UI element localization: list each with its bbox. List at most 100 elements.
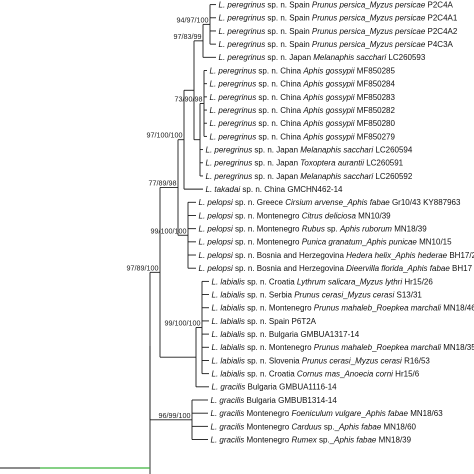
leaf-label-part: Cirsium arvense <box>285 198 343 207</box>
leaf-label-part: Aphis gossypii <box>302 119 354 128</box>
leaf-label-part: _ <box>364 40 370 49</box>
leaf-label-part: _ <box>371 343 377 352</box>
leaf-label-part: sp. n. Montenegro <box>233 211 302 220</box>
leaf-label-part: L. peregrinus <box>219 14 266 23</box>
leaf-label: L. peregrinus sp. n. China Aphis gossypi… <box>210 80 396 89</box>
leaf-label-part: sp. n. Japan <box>265 53 313 62</box>
leaf-label-part: Melanaphis sacchari <box>300 145 373 154</box>
leaf-label-part: Punica granatum <box>302 238 363 247</box>
leaf-label: L. gracilis Bulgaria GMBUA1116-14 <box>212 383 338 392</box>
leaf-label: L. peregrinus sp. n. Japan Melanaphis sa… <box>219 53 426 62</box>
support-value: 97/100/100 <box>147 131 183 140</box>
leaf-label-part: sp. n. Serbia <box>245 290 294 299</box>
leaf-label: L. labialis sp. n. Slovenia Prunus ceras… <box>212 356 431 365</box>
leaf-label-part: Roepkea marchali <box>377 304 442 313</box>
leaf-label-part: Roepkea marchali <box>377 343 442 352</box>
leaf-label-part: Prunus persica <box>312 27 366 36</box>
leaf-label-part: MF850284 <box>354 80 395 89</box>
leaf-label-part: BH17 37 <box>450 264 474 273</box>
leaf-label: L. labialis sp. n. Croatia Lythrum salic… <box>212 277 434 286</box>
support-value: 73/90/98 <box>175 94 203 103</box>
leaf-label-part: sp. n. Spain P6T2A <box>245 317 317 326</box>
leaf-label-part: L. peregrinus <box>210 80 257 89</box>
leaf-label-part: sp. n. China <box>256 93 303 102</box>
leaf-label: L. peregrinus sp. n. China Aphis gossypi… <box>210 66 396 75</box>
leaf-label-part: L. pelopsi <box>199 251 233 260</box>
leaf-label-part: L. pelopsi <box>199 225 233 234</box>
leaf-label-part: L. pelopsi <box>199 198 233 207</box>
leaf-label-part: L. peregrinus <box>219 1 266 10</box>
leaf-label-part: MF850282 <box>354 106 395 115</box>
leaf-label-part: _ <box>364 27 370 36</box>
leaf-label-part: sp. n. China GMCHN462-14 <box>240 185 343 194</box>
leaf-label: L. labialis sp. n. Serbia Prunus cerasi_… <box>212 290 423 299</box>
leaf-label-part: sp. n. Japan <box>252 145 300 154</box>
leaf-label-part: Myzus persicae <box>370 40 426 49</box>
leaf-label-part: Dieervilla florida <box>346 264 403 273</box>
leaf-label-part: Gr10/43 KY887963 <box>390 198 461 207</box>
leaf-label: L. peregrinus sp. n. China Aphis gossypi… <box>210 119 396 128</box>
leaf-label-part: Cornus mas <box>297 370 340 379</box>
leaf-label-part: sp. n. Japan <box>252 172 300 181</box>
leaf-label-part: Aphis fabae <box>346 198 390 207</box>
leaf-label-part: sp. n. Bosnia and Herzegovina <box>233 264 346 273</box>
leaf-label-part: LC260593 <box>386 53 426 62</box>
leaf-label-part: Myzus cerasi <box>348 290 395 299</box>
leaf-label-part: sp. n. Montenegro <box>245 304 314 313</box>
leaf-label-part: L. peregrinus <box>206 172 253 181</box>
leaf-label: L. peregrinus sp. n. Japan Melanaphis sa… <box>206 172 413 181</box>
leaf-label-part: Aphis ruborum <box>339 225 392 234</box>
leaf-label: L. peregrinus sp. n. China Aphis gossypi… <box>210 132 396 141</box>
leaf-label-part: BH17/26 <box>447 251 474 260</box>
leaf-label-part: R16/53 <box>402 356 431 365</box>
leaf-label-part: Anoecia corni <box>343 370 393 379</box>
leaf-label-part: Prunus cerasi <box>302 356 351 365</box>
leaf-label-part: Aphis hederae <box>395 251 448 260</box>
support-value: 99/100/100 <box>151 226 187 235</box>
leaf-label-part: L. labialis <box>212 370 245 379</box>
leaf-label-part: Hedera helix <box>346 251 392 260</box>
leaf-label-part: sp. n. Croatia <box>245 370 297 379</box>
leaf-label-part: sp._ <box>317 435 335 444</box>
leaf-label-part: MN18/39 <box>376 435 411 444</box>
leaf-label: L. gracilis Montenegro Rumex sp._Aphis f… <box>211 435 412 444</box>
leaf-label-part: _ <box>342 198 348 207</box>
leaf-label: L. labialis sp. n. Montenegro Prunus mah… <box>212 343 474 352</box>
leaf-label-part: Aphis fabae <box>365 409 409 418</box>
leaf-label-part: sp. n. Spain <box>265 14 312 23</box>
leaf-label-part: Montenegro <box>244 409 291 418</box>
leaf-label-part: Bulgaria GMBUB1314-14 <box>244 396 337 405</box>
leaf-label-part: Rumex <box>291 435 317 444</box>
leaf-label-part: L. labialis <box>212 290 245 299</box>
leaf-label-part: L. pelopsi <box>199 264 233 273</box>
leaf-label-part: Hr15/6 <box>393 370 420 379</box>
leaf-label-part: L. labialis <box>212 277 245 286</box>
leaf-label-part: sp. n. Montenegro <box>245 343 314 352</box>
leaf-label-part: _ <box>360 409 366 418</box>
leaf-label-part: Prunus mahaleb <box>314 304 373 313</box>
leaf-label-part: Myzus lythri <box>360 277 402 286</box>
leaf-label: L. peregrinus sp. n. Spain Prunus persic… <box>219 27 458 36</box>
leaf-label-part: MF850283 <box>354 93 395 102</box>
leaf-label-part: Aphis fabae <box>333 435 377 444</box>
leaf-label: L. peregrinus sp. n. China Aphis gossypi… <box>210 93 396 102</box>
leaf-label: L. pelopsi sp. n. Montenegro Punica gran… <box>199 238 453 247</box>
leaf-label-part: MN18/39 <box>392 225 427 234</box>
leaf-labels: L. peregrinus sp. n. Spain Prunus persic… <box>199 1 474 445</box>
leaf-label-part: Aphis gossypii <box>302 106 354 115</box>
leaf-label-part: Aphis fabae <box>338 422 382 431</box>
leaf-label-part: L. peregrinus <box>206 145 253 154</box>
leaf-label-part: L. peregrinus <box>210 119 257 128</box>
leaf-label-part: Carduus <box>291 422 321 431</box>
leaf-label: L. labialis sp. n. Croatia Cornus mas_An… <box>212 370 420 379</box>
support-value: 97/89/100 <box>127 263 159 272</box>
support-value: 94/97/100 <box>177 15 209 24</box>
leaf-label: L. gracilis Montenegro Foeniculum vulgar… <box>211 409 444 418</box>
leaf-label-part: L. labialis <box>212 330 245 339</box>
leaf-label-part: Citrus deliciosa <box>302 211 357 220</box>
leaf-label-part: sp. n. Slovenia <box>245 356 302 365</box>
leaf-label: L. peregrinus sp. n. China Aphis gossypi… <box>210 106 396 115</box>
leaf-label: L. peregrinus sp. n. Spain Prunus persic… <box>219 40 454 49</box>
leaf-label-part: LC260594 <box>373 145 413 154</box>
